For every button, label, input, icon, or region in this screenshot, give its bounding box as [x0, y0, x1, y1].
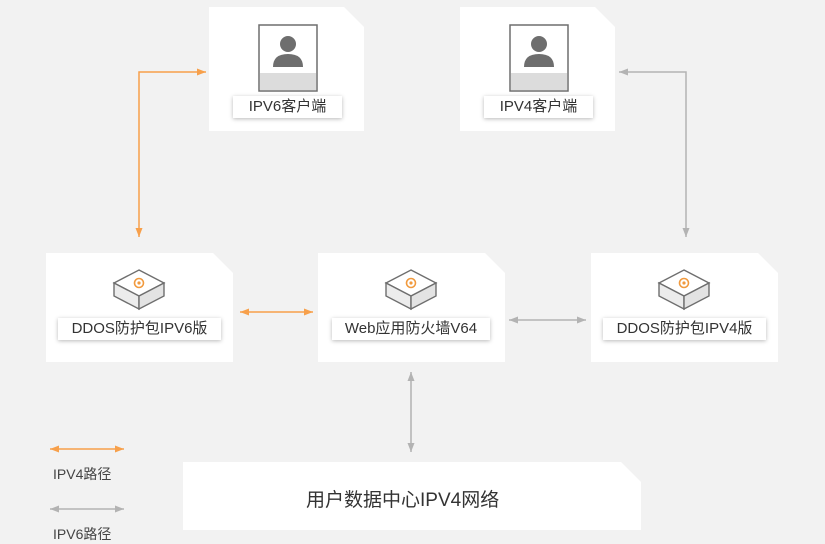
security-box-icon [657, 269, 711, 311]
waf-label: Web应用防火墙V64 [332, 318, 490, 340]
ipv6-client-label: IPV6客户端 [233, 96, 342, 118]
user-icon [509, 24, 569, 92]
datacenter-node [183, 462, 641, 530]
ddos-ipv6-label: DDOS防护包IPV6版 [58, 318, 221, 340]
ipv4-client-ddos-connector [619, 68, 690, 237]
security-box-icon [384, 269, 438, 311]
user-icon [258, 24, 318, 92]
security-box-icon [112, 269, 166, 311]
legend-ipv6-label: IPV6路径 [53, 526, 112, 542]
datacenter-label: 用户数据中心IPV4网络 [306, 490, 500, 511]
ipv4-client-label: IPV4客户端 [484, 96, 593, 118]
legend-ipv4-label: IPV4路径 [53, 466, 112, 482]
ipv6-client-ddos-connector [135, 68, 206, 237]
ddos-ipv4-label: DDOS防护包IPV4版 [603, 318, 766, 340]
